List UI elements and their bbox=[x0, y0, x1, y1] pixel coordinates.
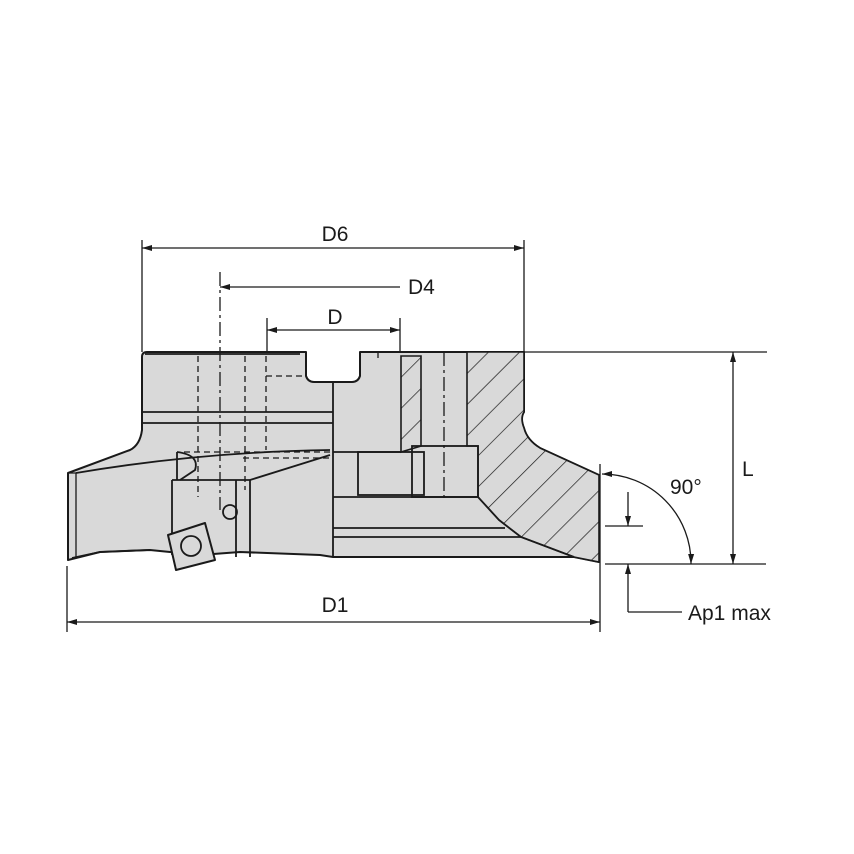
dimension-angle: 90° bbox=[601, 471, 702, 565]
insert bbox=[71, 504, 238, 571]
label-d: D bbox=[327, 306, 342, 329]
label-angle: 90° bbox=[670, 476, 702, 499]
dimension-d4: D4 bbox=[220, 276, 435, 299]
label-ap1: Ap1 max bbox=[688, 602, 771, 625]
dimension-d1: D1 bbox=[67, 594, 600, 625]
label-l: L bbox=[742, 458, 754, 481]
cutter-body bbox=[67, 272, 600, 571]
label-d1: D1 bbox=[322, 594, 349, 617]
dimension-l: L bbox=[730, 352, 754, 564]
label-d6: D6 bbox=[322, 223, 349, 246]
dimension-d: D bbox=[267, 306, 400, 333]
dimension-ap1: Ap1 max bbox=[625, 492, 771, 625]
screw-icon bbox=[222, 504, 238, 520]
dimension-d6: D6 bbox=[142, 223, 524, 251]
label-d4: D4 bbox=[408, 276, 435, 299]
